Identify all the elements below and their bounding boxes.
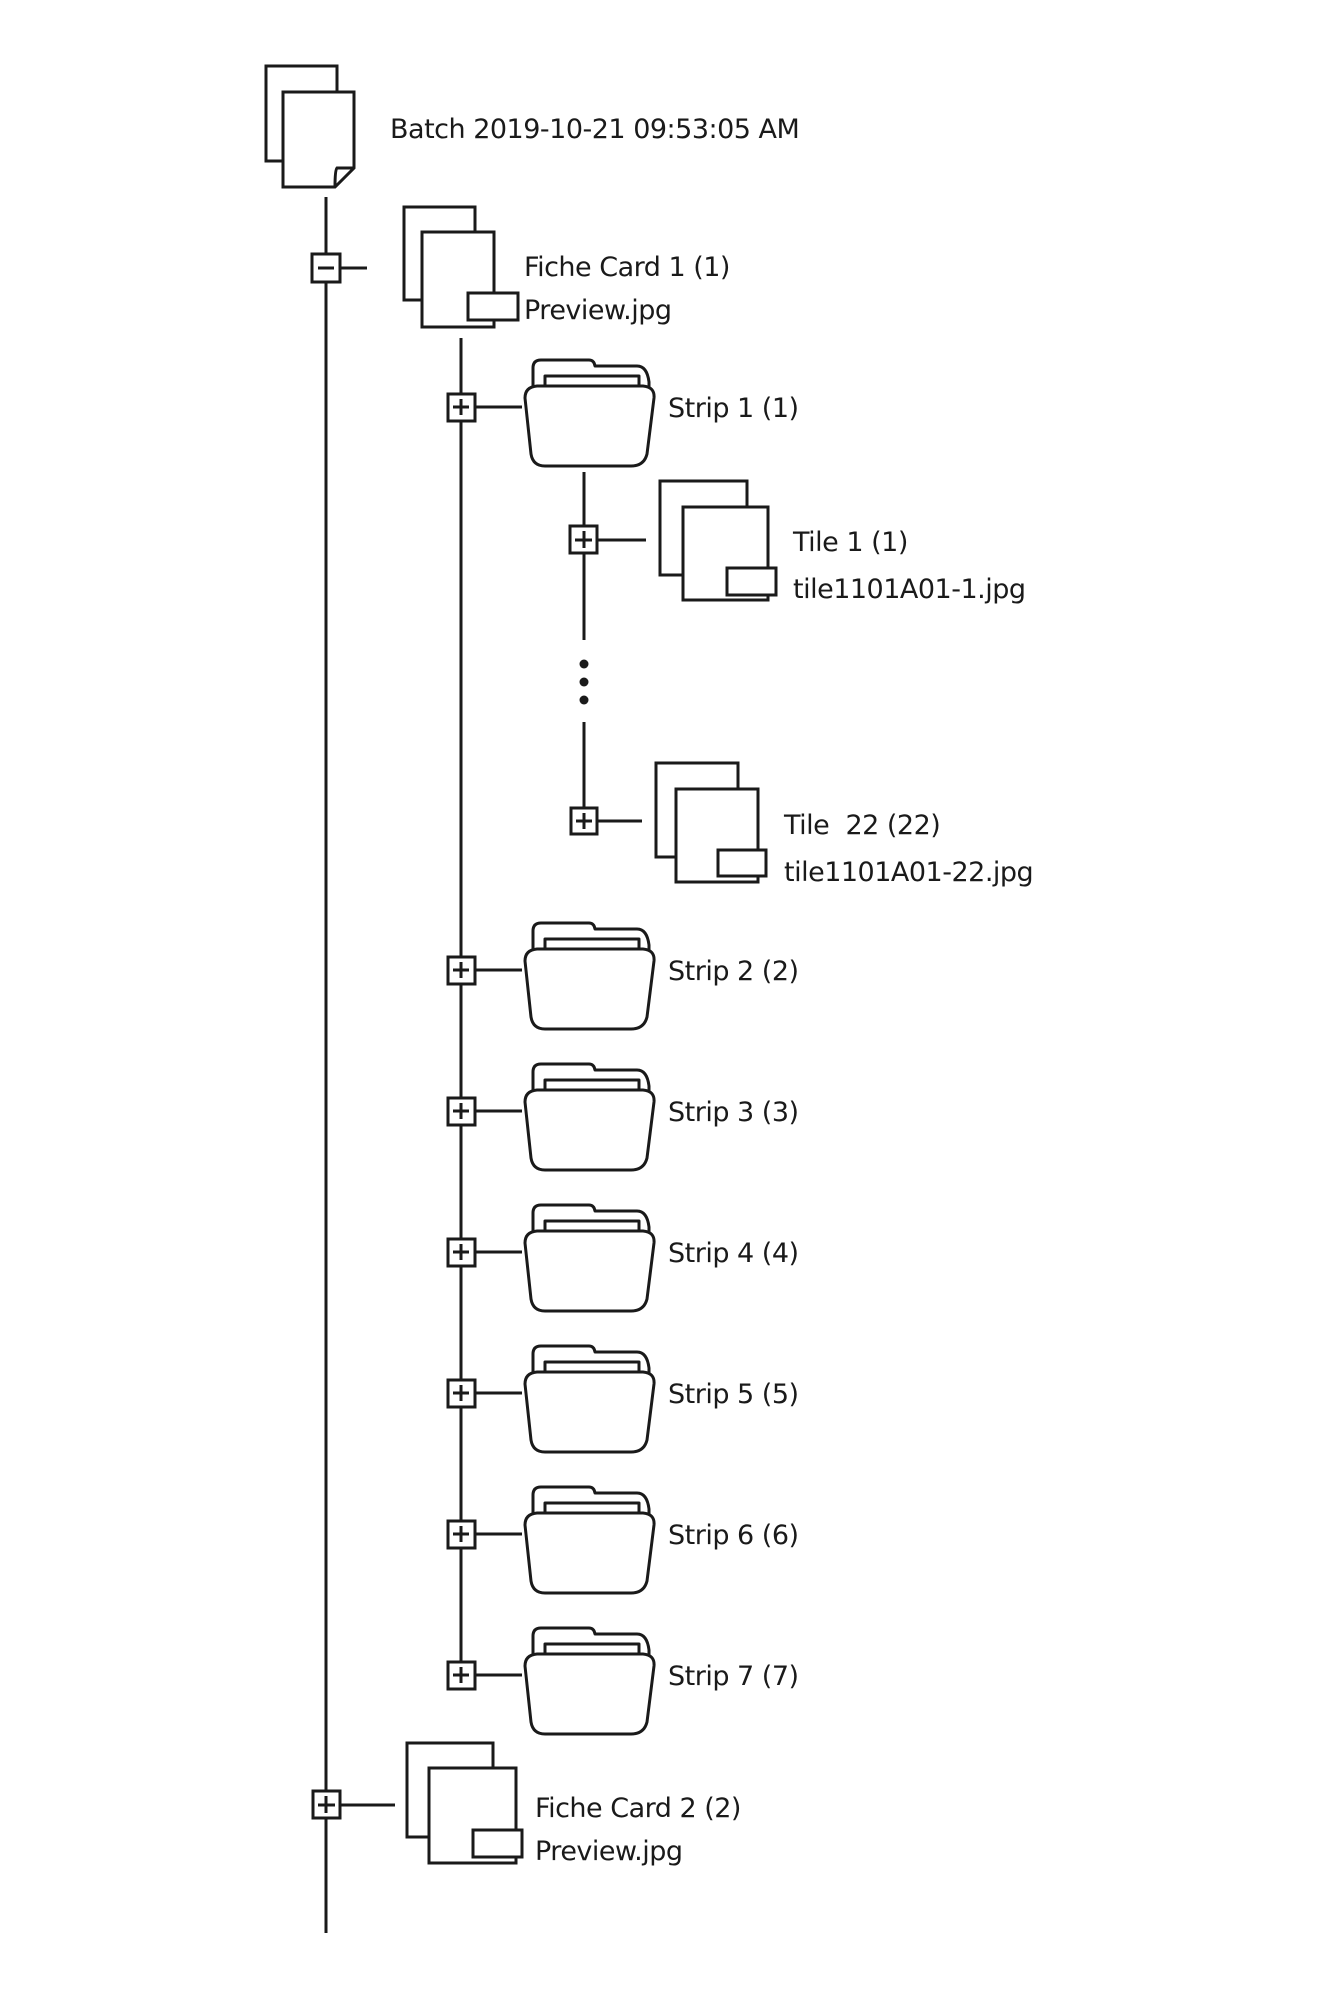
expand-toggle[interactable]: [311, 1789, 342, 1820]
fiche-card-node[interactable]: Fiche Card 2 (2) Preview.jpg: [311, 1741, 741, 1867]
strip-node[interactable]: Strip 1 (1): [446, 358, 799, 468]
strip-label: Strip 3 (3): [668, 1097, 799, 1128]
folder-icon: [523, 1344, 656, 1454]
strip-node[interactable]: Strip 7 (7): [446, 1626, 799, 1736]
expand-toggle[interactable]: [446, 1519, 477, 1550]
tile-node[interactable]: Tile 22 (22) tile1101A01-22.jpg: [569, 761, 1034, 888]
folder-icon: [523, 1626, 656, 1736]
strip-node[interactable]: Strip 5 (5): [446, 1344, 799, 1454]
expand-toggle[interactable]: [446, 1660, 477, 1691]
strip-node[interactable]: Strip 3 (3): [446, 1062, 799, 1172]
strip-label: Strip 2 (2): [668, 956, 799, 987]
strip-label: Strip 6 (6): [668, 1520, 799, 1551]
batch-node[interactable]: Batch 2019-10-21 09:53:05 AM: [264, 64, 800, 189]
fiche-card-icon: [402, 205, 520, 329]
tile-file: tile1101A01-22.jpg: [784, 857, 1033, 888]
tile-label: Tile 1 (1): [792, 527, 908, 558]
fiche-card-file: Preview.jpg: [535, 1836, 682, 1867]
folder-icon: [523, 921, 656, 1031]
expand-toggle[interactable]: [446, 1096, 477, 1127]
expand-toggle[interactable]: [446, 955, 477, 986]
expand-toggle[interactable]: [446, 392, 477, 423]
fiche-card-node[interactable]: Fiche Card 1 (1) Preview.jpg: [310, 205, 730, 329]
strip-node[interactable]: Strip 2 (2): [446, 921, 799, 1031]
vertical-ellipsis-icon: [579, 659, 589, 705]
fiche-card-file: Preview.jpg: [524, 295, 671, 326]
strip-label: Strip 5 (5): [668, 1379, 799, 1410]
collapse-toggle[interactable]: [310, 252, 342, 284]
strip-label: Strip 7 (7): [668, 1661, 799, 1692]
documents-icon: [264, 64, 356, 189]
batch-label: Batch 2019-10-21 09:53:05 AM: [390, 114, 799, 145]
expand-toggle[interactable]: [568, 524, 599, 555]
tile-icon: [654, 761, 768, 884]
strip-node[interactable]: Strip 4 (4): [446, 1203, 799, 1313]
expand-toggle[interactable]: [569, 806, 599, 836]
fiche-card-label: Fiche Card 1 (1): [524, 252, 730, 283]
tile-file: tile1101A01-1.jpg: [793, 574, 1026, 605]
strip-label: Strip 4 (4): [668, 1238, 799, 1269]
tile-label: Tile 22 (22): [783, 810, 940, 841]
tile-icon: [658, 479, 778, 602]
fiche-card-icon: [405, 1741, 524, 1865]
fiche-card-label: Fiche Card 2 (2): [535, 1793, 741, 1824]
strip-list: Strip 1 (1) Strip 2 (2) Strip 3 (3) Strip 4…: [446, 358, 799, 1736]
folder-icon: [523, 1203, 656, 1313]
expand-toggle[interactable]: [446, 1378, 477, 1409]
folder-icon: [523, 358, 656, 468]
tile-node[interactable]: Tile 1 (1) tile1101A01-1.jpg: [568, 479, 1026, 605]
folder-icon: [523, 1062, 656, 1172]
strip-node[interactable]: Strip 6 (6): [446, 1485, 799, 1595]
folder-icon: [523, 1485, 656, 1595]
strip-label: Strip 1 (1): [668, 393, 799, 424]
expand-toggle[interactable]: [446, 1237, 477, 1268]
